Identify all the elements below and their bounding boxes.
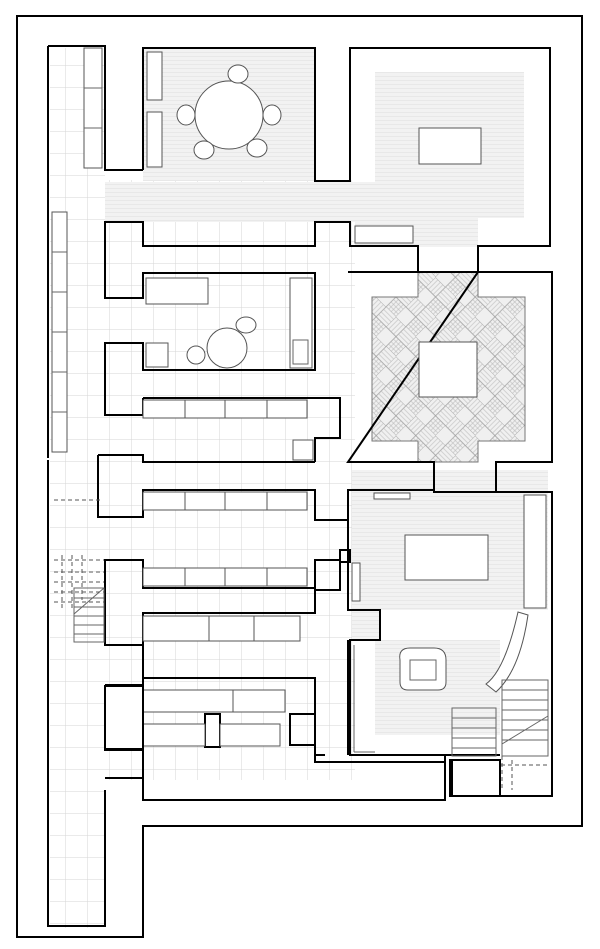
sideboard-2 <box>146 111 163 168</box>
sideboard <box>146 51 163 101</box>
stair-block-wall <box>289 680 445 763</box>
se-shelf <box>373 492 411 500</box>
column <box>204 713 221 748</box>
cabinet <box>145 342 169 368</box>
sink <box>292 339 309 365</box>
chair-5 <box>246 138 268 158</box>
corridor-divider-1 <box>143 397 341 462</box>
armchair <box>399 647 447 691</box>
storage-row-4 <box>142 615 301 642</box>
se-table <box>404 534 489 581</box>
storage-row-3 <box>142 567 308 587</box>
dining-table <box>194 80 264 150</box>
chair-1 <box>227 64 249 84</box>
storage-row-5 <box>142 689 286 747</box>
small-chair-1 <box>235 316 257 334</box>
corridor-west-wall <box>47 46 106 927</box>
storage-row-1 <box>142 399 308 419</box>
small-table <box>206 327 248 369</box>
ne-table <box>418 127 482 165</box>
corridor-top-cap <box>48 45 143 171</box>
armchair-seat <box>409 659 437 681</box>
corridor-cabinet <box>292 439 314 461</box>
se-side-shelf <box>351 562 361 602</box>
corridor-divider-2-top <box>98 454 315 463</box>
chair-4 <box>193 140 215 160</box>
corridor-block <box>104 685 144 750</box>
west-corridor-floor <box>50 48 105 928</box>
central-hall-floor <box>105 182 375 222</box>
chair-2 <box>176 104 196 126</box>
east-staircase <box>451 679 549 797</box>
corridor-shelves <box>51 47 103 453</box>
parquet-room-table <box>418 341 478 398</box>
kitchen-room-walls <box>143 272 316 371</box>
storage-row-2 <box>142 491 308 511</box>
curved-wall <box>485 611 529 693</box>
west-staircase <box>54 499 105 643</box>
outer-boundary <box>16 15 583 938</box>
counter <box>289 277 313 369</box>
corridor-divider-2 <box>97 455 435 521</box>
small-chair-2 <box>186 345 206 365</box>
lower-room-inner-wall <box>353 645 375 753</box>
se-bench <box>523 494 547 609</box>
chair-3 <box>262 104 282 126</box>
sofa <box>145 277 209 305</box>
ne-bench <box>354 225 414 244</box>
dining-room-walls <box>104 47 551 416</box>
south-east-room-walls <box>142 491 553 801</box>
